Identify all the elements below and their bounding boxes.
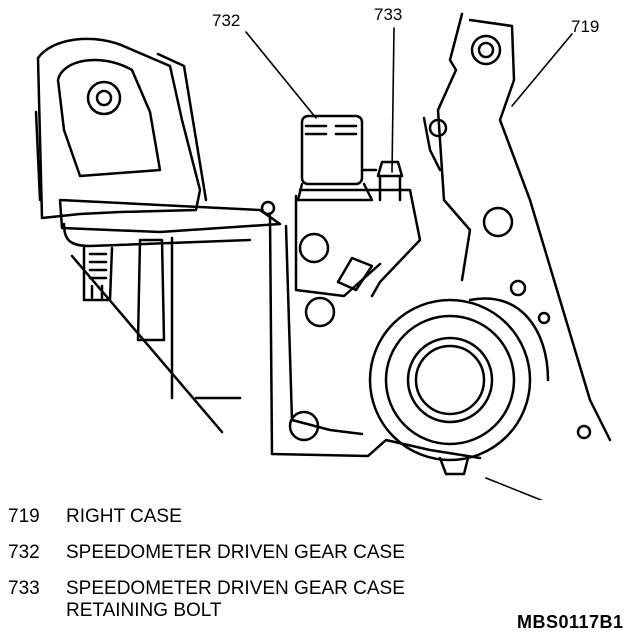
figure-id: MBS0117B1 [517,612,624,632]
legend-row-719: 719 RIGHT CASE [8,506,526,528]
legend-text: SPEEDOMETER DRIVEN GEAR CASE [66,542,405,563]
bracket-arm [58,198,282,434]
retaining-bolt [360,160,404,202]
transaxle-case-illustration [34,12,612,500]
callout-719: 719 [571,17,600,36]
leader-lines [245,27,573,500]
legend-row-733: 733 SPEEDOMETER DRIVEN GEAR CASE RETAINI… [8,578,486,622]
bearing-bore [368,298,532,476]
legend-text: SPEEDOMETER DRIVEN GEAR CASE RETAINING B… [66,578,405,621]
callout-733: 733 [374,5,403,24]
legend-text: RIGHT CASE [66,506,182,527]
legend-row-732: 732 SPEEDOMETER DRIVEN GEAR CASE [8,542,526,564]
legend-number: 733 [8,578,40,599]
legend-number: 719 [8,506,40,527]
right-case [422,12,612,442]
speedometer-driven-gear-case [296,114,374,202]
callout-732: 732 [212,11,241,30]
mount-bracket [34,37,208,220]
housing-body [260,188,482,460]
legend-number: 732 [8,542,40,563]
